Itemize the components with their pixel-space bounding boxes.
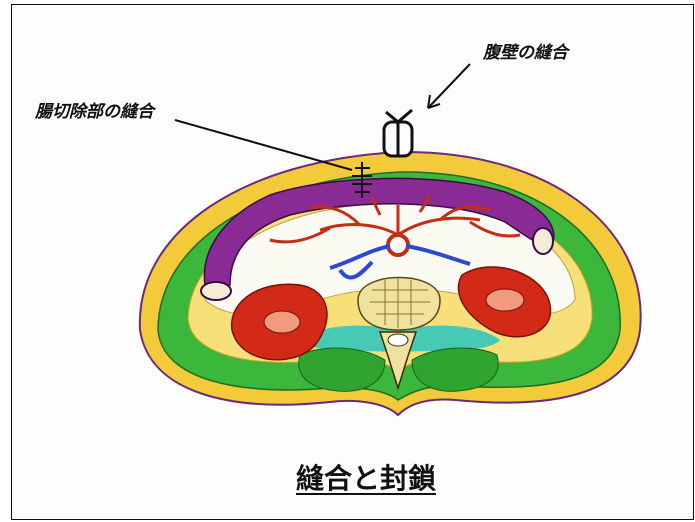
bowel-end-right [533,228,553,254]
slide-caption: 縫合と封鎖 [296,457,436,497]
vertebral-body [358,278,440,331]
label-abdominal-wall-suture: 腹壁の縫合 [483,38,568,63]
leader-line-wall [428,64,470,108]
kidney-right-hilum [486,289,524,311]
aorta [388,235,408,255]
kidney-left-hilum [264,311,300,333]
bowel-end-left [201,282,231,300]
label-bowel-resection-suture: 腸切除部の縫合 [35,97,154,122]
leader-line-gut [175,120,352,170]
spinal-canal [388,334,408,346]
